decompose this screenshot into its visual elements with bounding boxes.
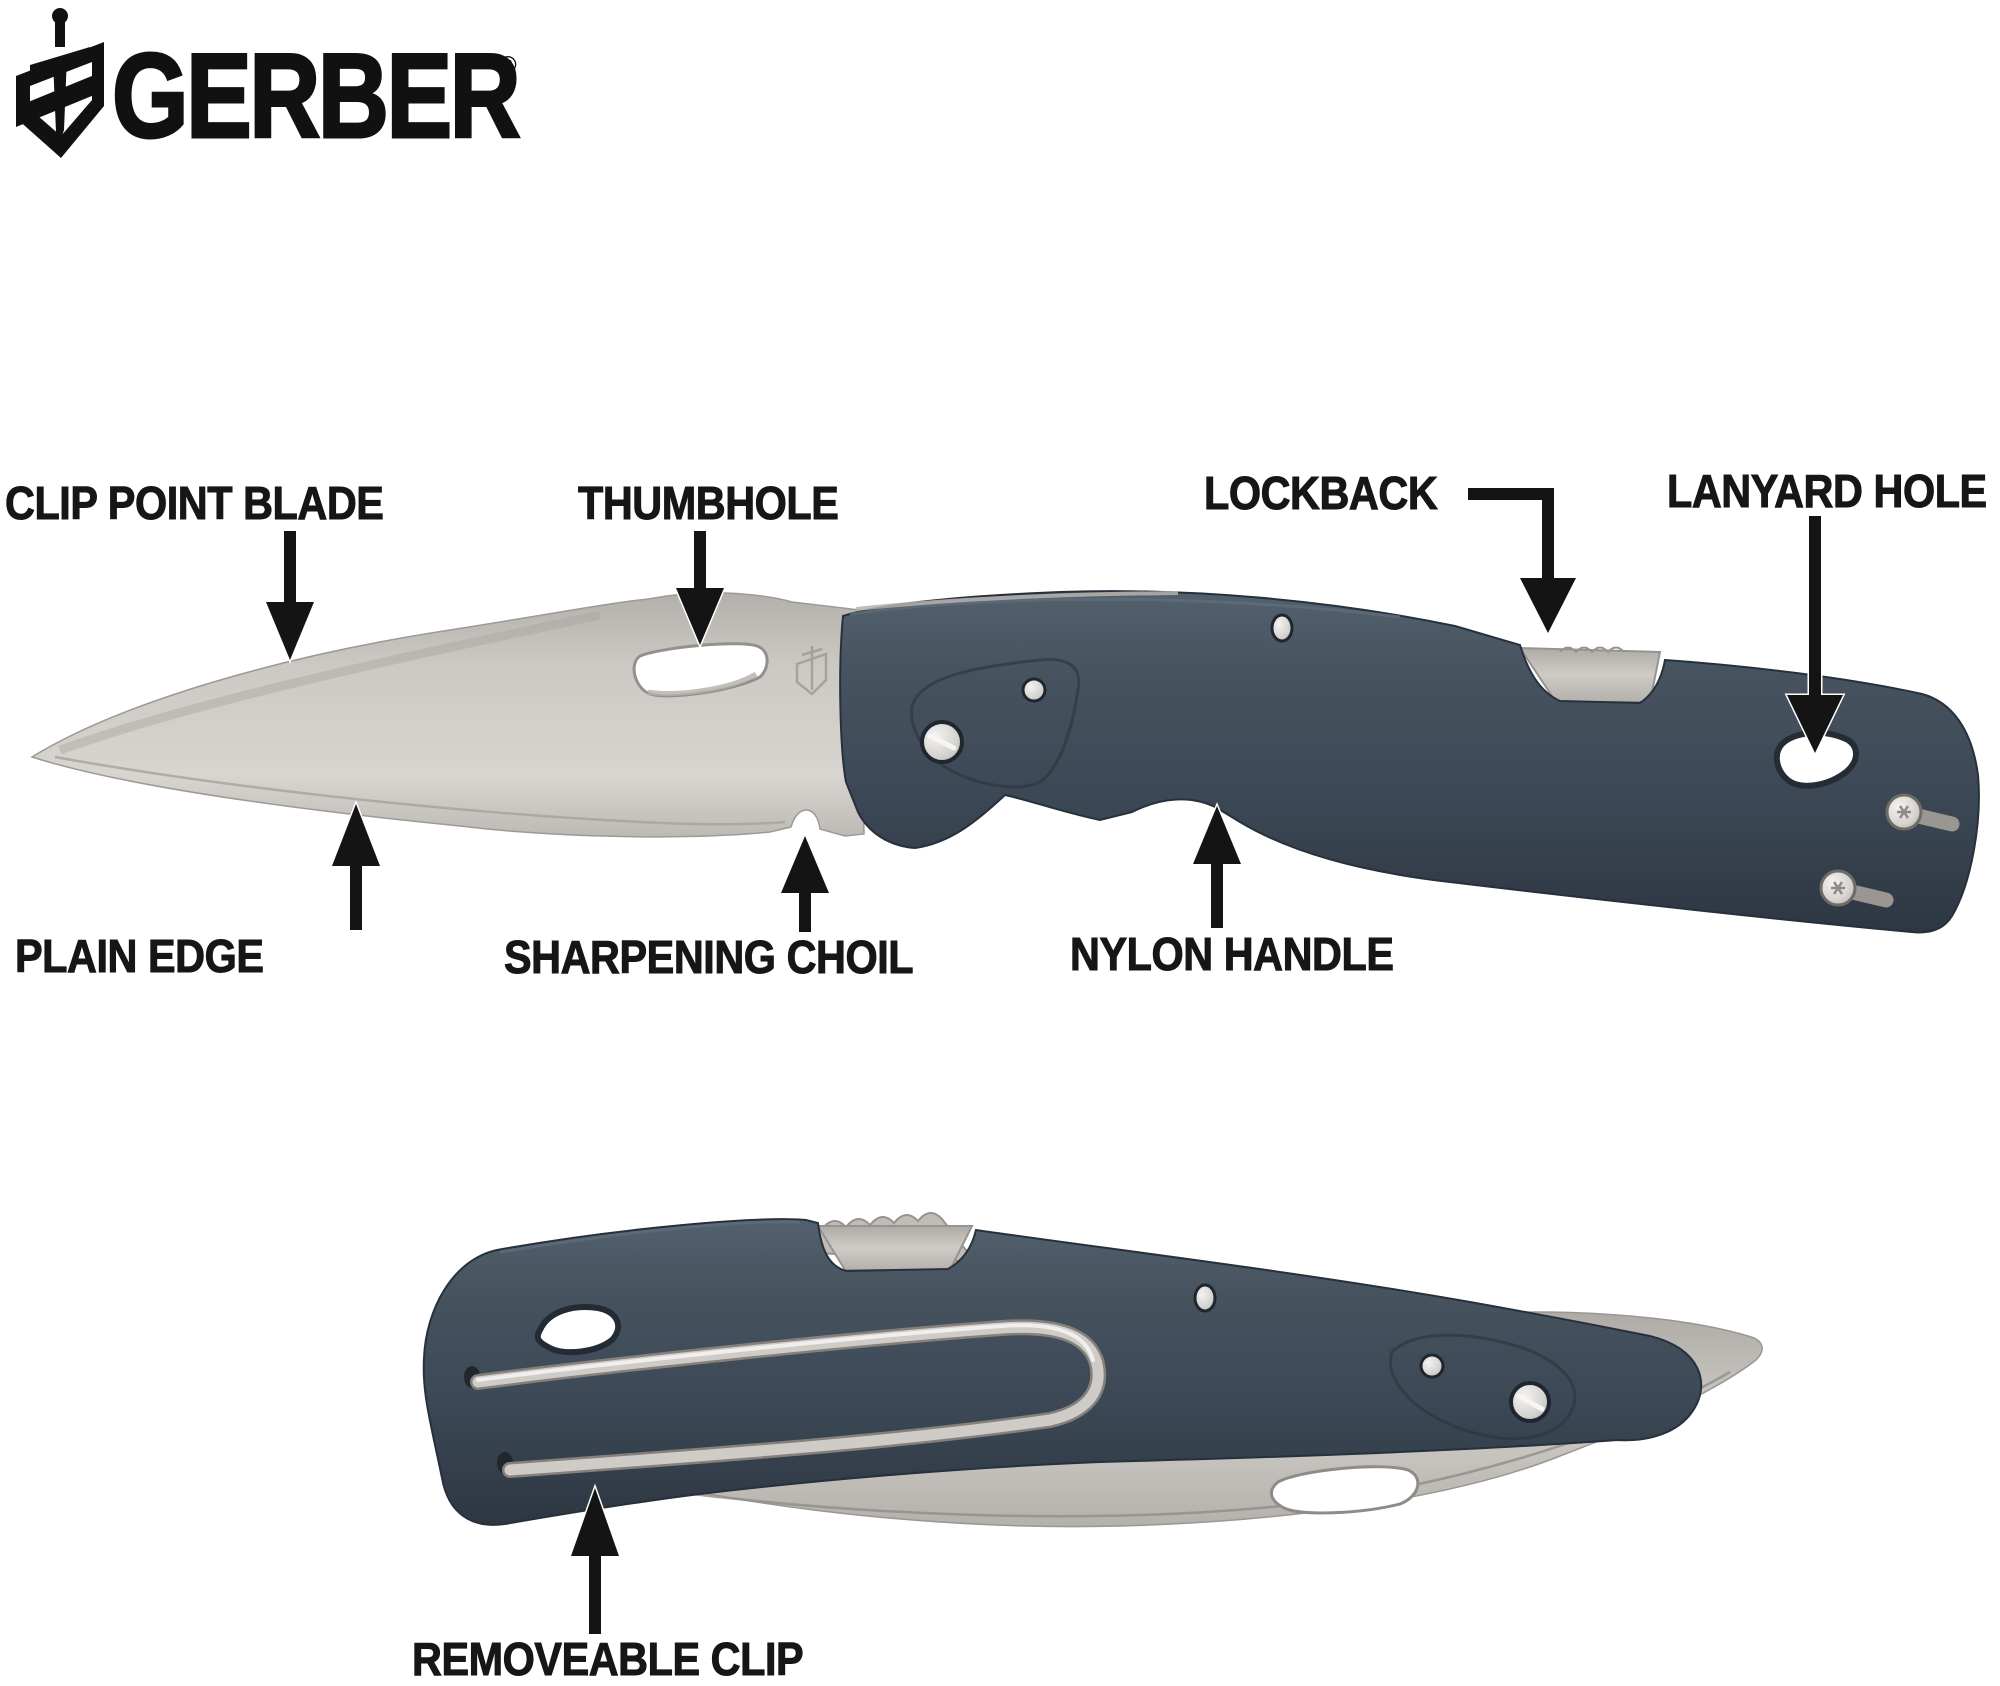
sword-pommel bbox=[52, 8, 68, 24]
label-plain-edge: PLAIN EDGE bbox=[15, 930, 265, 982]
blade-etch-logo bbox=[795, 646, 828, 696]
clip-point-blade-arrow bbox=[263, 529, 317, 664]
closed-lockbar-notch-steel bbox=[816, 1225, 974, 1271]
plain-edge-arrow bbox=[329, 799, 383, 932]
nylon-handle-arrow bbox=[1190, 802, 1244, 930]
closed-rivet-shine bbox=[1516, 1393, 1545, 1412]
closed-small-pin bbox=[1419, 1353, 1445, 1379]
lockback-arrow bbox=[1466, 486, 1579, 637]
pivot-rivet-shine bbox=[927, 733, 957, 751]
label-nylon-handle: NYLON HANDLE bbox=[1070, 928, 1395, 980]
open-handle bbox=[839, 590, 1980, 934]
wire-clip-shine bbox=[476, 1323, 1095, 1382]
closed-handle-pin bbox=[1193, 1283, 1217, 1313]
sharpening-choil-arrow bbox=[778, 832, 832, 934]
handle-small-pin bbox=[1021, 677, 1047, 703]
label-thumbhole: THUMBHOLE bbox=[578, 477, 840, 529]
open-handle-top-highlight bbox=[849, 597, 1401, 619]
label-lockback: LOCKBACK bbox=[1204, 467, 1439, 519]
lanyard-hole-arrow bbox=[1784, 514, 1846, 757]
label-removeable-clip: REMOVEABLE CLIP bbox=[412, 1633, 805, 1685]
gerber-shield-icon bbox=[16, 8, 104, 158]
closed-pivot-recess bbox=[1388, 1333, 1577, 1441]
blade-spine-shade bbox=[58, 610, 601, 755]
open-knife-figure bbox=[30, 590, 1980, 934]
closed-knife-figure bbox=[422, 1212, 1763, 1528]
torx-slot-top bbox=[1897, 805, 1911, 819]
thumbhole-arrow bbox=[673, 529, 727, 649]
brand-wordmark: GERBER bbox=[111, 29, 522, 163]
callout-arrows bbox=[263, 486, 1846, 1636]
removeable-clip-arrow bbox=[568, 1483, 622, 1636]
blade-bevel-line bbox=[54, 755, 786, 826]
pivot-recess bbox=[910, 658, 1081, 789]
thumbhole-shadow bbox=[647, 671, 758, 697]
label-lanyard-hole: LANYARD HOLE bbox=[1667, 465, 1988, 517]
blade-etch-guard bbox=[801, 647, 823, 657]
closed-lanyard-hole bbox=[534, 1304, 622, 1356]
closed-thumbhole-cutout bbox=[1270, 1465, 1420, 1515]
sword-blade bbox=[53, 56, 67, 142]
label-sharpening-choil: SHARPENING CHOIL bbox=[504, 931, 914, 983]
closed-handle-top-highlight bbox=[499, 1220, 801, 1254]
handle-top-pin bbox=[1270, 613, 1294, 643]
open-liner-sliver bbox=[855, 591, 1179, 611]
open-lockbar-jimping bbox=[1559, 646, 1625, 654]
torx-slot-bottom bbox=[1831, 881, 1845, 895]
registered-trademark: ® bbox=[499, 52, 517, 79]
label-clip-point-blade: CLIP POINT BLADE bbox=[5, 477, 385, 529]
blade-etch-shield bbox=[795, 652, 828, 696]
sword-grip bbox=[55, 21, 65, 47]
